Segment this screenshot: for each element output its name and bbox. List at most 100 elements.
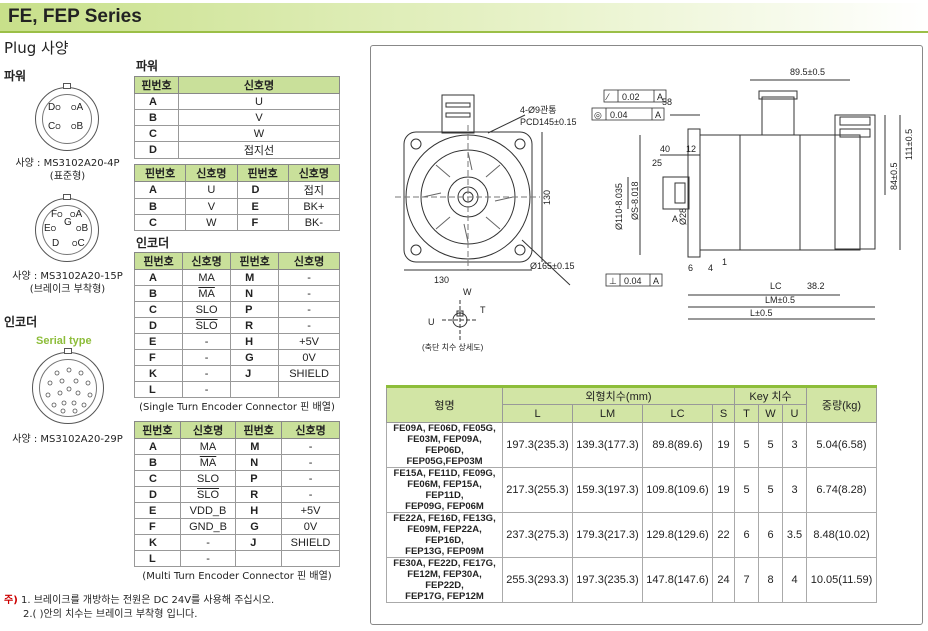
power-connector-4p: DO OA CO OB xyxy=(35,83,99,151)
power-connector-15p: FO OA G EO OB D OC xyxy=(35,194,99,262)
table-row: FE09A, FE06D, FE05G,FE03M, FEP09A, FEP06… xyxy=(386,422,877,468)
dim-130h: 130 xyxy=(434,275,449,285)
value-cell: 109.8(109.6) xyxy=(642,467,713,513)
value-cell: 5 xyxy=(734,422,759,468)
dim-l: L±0.5 xyxy=(750,308,772,318)
dim-40: 40 xyxy=(660,144,670,154)
value-cell: 3 xyxy=(782,467,807,513)
dimension-table: 형명 외형치수(mm) Key 치수 중량(kg) L LM LC S T W … xyxy=(386,385,877,603)
title-bar: FE, FEP Series xyxy=(0,3,928,33)
value-cell: 217.3(255.3) xyxy=(502,467,573,513)
shaft-note: (축단 치수 상세도) xyxy=(422,342,484,352)
dim-s: ØS-8.018 xyxy=(630,181,640,220)
encoder-label: 인코더 xyxy=(4,315,38,329)
model-cell: FE22A, FE16D, FE13G,FE09M, FEP22A, FEP16… xyxy=(386,512,503,558)
value-cell: 255.3(293.3) xyxy=(502,557,573,603)
serial-type-label: Serial type xyxy=(36,335,92,347)
table-row: FE30A, FE22D, FE17G,FE12M, FEP30A, FEP22… xyxy=(386,557,877,603)
value-cell: 3.5 xyxy=(782,512,807,558)
drawing-panel xyxy=(370,45,923,625)
tol-2: 0.04 xyxy=(610,110,628,120)
encoder-connector-29p xyxy=(32,348,104,424)
value-cell: 159.3(197.3) xyxy=(572,467,643,513)
dim-38: 38.2 xyxy=(807,281,825,291)
value-cell: 6 xyxy=(758,512,783,558)
dim-lc: LC xyxy=(770,281,782,291)
table-row: L- xyxy=(133,381,340,398)
value-cell: 6.74(8.28) xyxy=(806,467,877,513)
table-row: FE22A, FE16D, FE13G,FE09M, FEP22A, FEP16… xyxy=(386,512,877,558)
conn1-caption: 사양 : MS3102A20-4P(표준형) xyxy=(15,158,120,182)
dim-58: 58 xyxy=(662,97,672,107)
svg-text:⊥: ⊥ xyxy=(609,276,617,286)
svg-text:A: A xyxy=(657,92,663,102)
value-cell: 10.05(11.59) xyxy=(806,557,877,603)
value-cell: 5 xyxy=(734,467,759,513)
model-cell: FE30A, FE22D, FE17G,FE12M, FEP30A, FEP22… xyxy=(386,557,503,603)
tol-1: 0.02 xyxy=(622,92,640,102)
dim-holes: 4-Ø9관통 xyxy=(520,105,557,115)
value-cell: 22 xyxy=(712,512,735,558)
value-cell: 237.3(275.3) xyxy=(502,512,573,558)
power-label: 파워 xyxy=(4,69,27,83)
value-cell: 89.8(89.6) xyxy=(642,422,713,468)
dim-4: 4 xyxy=(708,263,713,273)
conn2-caption: 사양 : MS3102A20-15P(브레이크 부착형) xyxy=(12,271,123,295)
value-cell: 5 xyxy=(758,422,783,468)
value-cell: 19 xyxy=(712,422,735,468)
model-cell: FE09A, FE06D, FE05G,FE03M, FEP09A, FEP06… xyxy=(386,422,503,468)
dim-89: 89.5±0.5 xyxy=(790,67,825,77)
dim-t: T xyxy=(480,305,486,315)
value-cell: 7 xyxy=(734,557,759,603)
page-title: FE, FEP Series xyxy=(8,6,142,27)
value-cell: 197.3(235.3) xyxy=(502,422,573,468)
encoder-table-single-caption: (Single Turn Encoder Connector 핀 배열) xyxy=(139,402,335,413)
dim-u: U xyxy=(428,317,435,327)
svg-text:A: A xyxy=(653,276,659,286)
table-row: E-H+5V xyxy=(133,333,340,350)
page-subtitle: Plug 사양 xyxy=(4,39,69,57)
motor-dimension-drawing: 89.5±0.5 58 40 12 25 4-Ø9관통 PCD145±0.15 … xyxy=(395,67,914,352)
dim-w: W xyxy=(463,287,472,297)
dim-130v: 130 xyxy=(542,190,552,205)
value-cell: 129.8(129.6) xyxy=(642,512,713,558)
value-cell: 197.3(235.3) xyxy=(572,557,643,603)
dim-84: 84±0.5 xyxy=(889,163,899,190)
value-cell: 8.48(10.02) xyxy=(806,512,877,558)
dim-12: 12 xyxy=(686,144,696,154)
encoder-table-multi-caption: (Multi Turn Encoder Connector 핀 배열) xyxy=(142,571,332,582)
value-cell: 6 xyxy=(734,512,759,558)
value-cell: 179.3(217.3) xyxy=(572,512,643,558)
value-cell: 147.8(147.6) xyxy=(642,557,713,603)
dim-25: 25 xyxy=(652,158,662,168)
value-cell: 24 xyxy=(712,557,735,603)
dim-111: 111±0.5 xyxy=(904,129,914,160)
model-cell: FE15A, FE11D, FE09G,FE06M, FEP15A, FEP11… xyxy=(386,467,503,513)
dim-lm: LM±0.5 xyxy=(765,295,795,305)
conn3-caption: 사양 : MS3102A20-29P xyxy=(12,434,123,445)
value-cell: 139.3(177.3) xyxy=(572,422,643,468)
dim-6: 6 xyxy=(688,263,693,273)
value-cell: 5 xyxy=(758,467,783,513)
dim-1: 1 xyxy=(722,257,727,267)
table-row: L- xyxy=(134,550,340,567)
encoder-table-title: 인코더 xyxy=(136,236,170,250)
power-table-title: 파워 xyxy=(136,59,159,73)
dim-a: A xyxy=(672,214,678,224)
tol-3: 0.04 xyxy=(624,276,642,286)
svg-text:⁄: ⁄ xyxy=(605,92,610,102)
dim-110: Ø110-8.035 xyxy=(614,183,624,230)
dim-165: Ø165±0.15 xyxy=(530,261,574,271)
